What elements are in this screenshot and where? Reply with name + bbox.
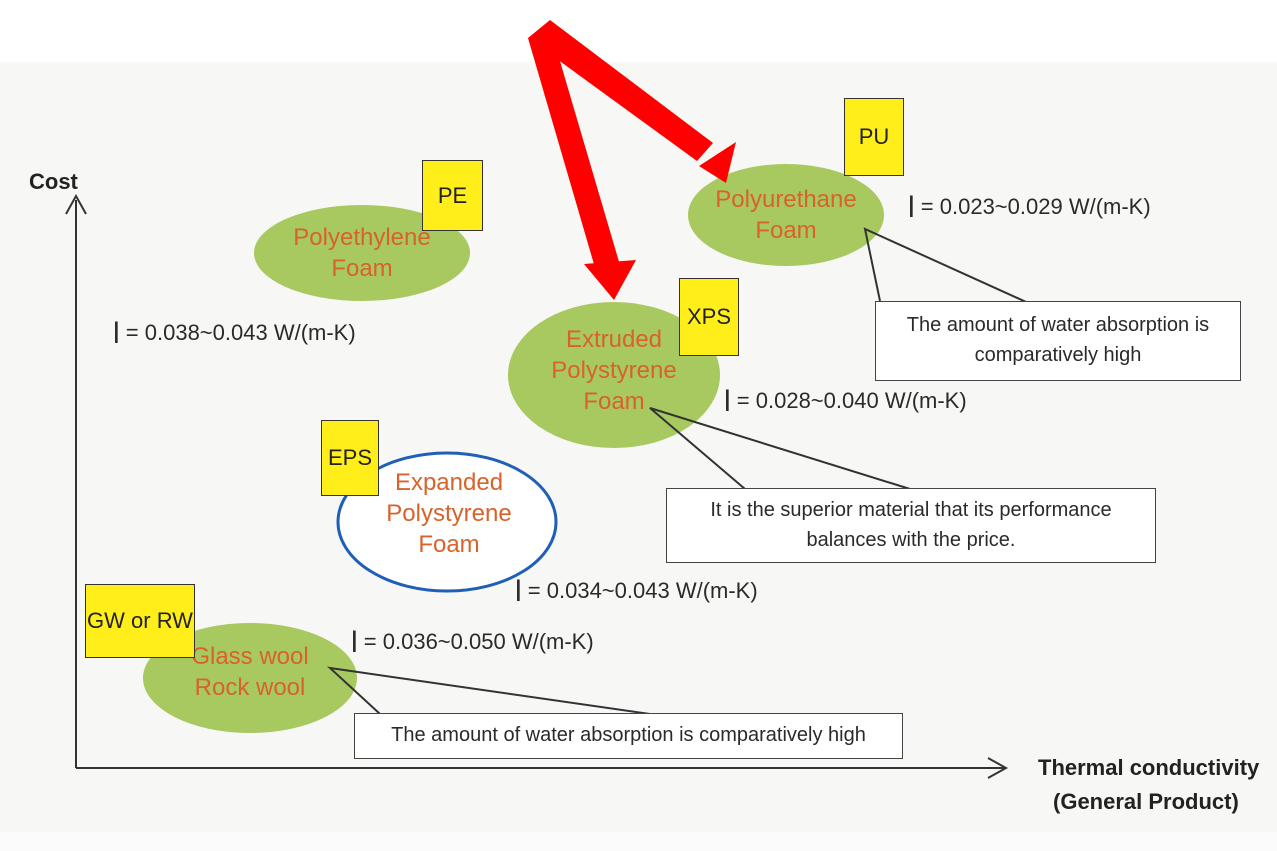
red-arrow-group xyxy=(528,20,736,300)
gw-name-line2: Rock wool xyxy=(194,674,306,701)
xps-callout-leader xyxy=(649,407,911,490)
y-axis-arrowhead xyxy=(65,193,87,215)
pu-callout: The amount of water absorption is compar… xyxy=(875,301,1241,381)
pu-material-name: Polyurethane Foam xyxy=(686,184,886,246)
pe-oval xyxy=(254,205,470,301)
xps-conductivity-value: = 0.028~0.040 W/(m-K) xyxy=(736,388,967,413)
pu-tag: PU xyxy=(844,98,904,176)
pe-tag: PE xyxy=(422,160,483,231)
pu-conductivity-value: = 0.023~0.029 W/(m-K) xyxy=(920,194,1151,219)
gw-oval xyxy=(143,623,357,733)
eps-conductivity-value: = 0.034~0.043 W/(m-K) xyxy=(527,578,758,603)
xps-conductivity: l = 0.028~0.040 W/(m-K) xyxy=(724,385,967,419)
xps-name-line2: Polystyrene xyxy=(551,357,677,384)
xps-note-line2: balances with the price. xyxy=(806,529,1016,551)
gw-callout-leader xyxy=(326,666,651,715)
eps-name-line3: Foam xyxy=(418,531,480,558)
xps-name-line3: Foam xyxy=(583,388,645,415)
pe-name-line1: Polyethylene xyxy=(293,224,431,251)
eps-tag: EPS xyxy=(321,420,379,496)
xps-name-line1: Extruded xyxy=(565,326,663,353)
pu-name-line1: Polyurethane xyxy=(715,186,857,213)
x-axis-arrowhead xyxy=(987,757,1009,779)
pu-oval xyxy=(688,164,884,266)
eps-material-name: Expanded Polystyrene Foam xyxy=(349,467,549,560)
pu-note-line2: comparatively high xyxy=(974,344,1142,366)
gw-note: The amount of water absorption is compar… xyxy=(391,724,866,746)
pe-material-name: Polyethylene Foam xyxy=(262,222,462,284)
eps-oval xyxy=(336,451,558,593)
gw-callout: The amount of water absorption is compar… xyxy=(354,713,903,759)
eps-conductivity: l = 0.034~0.043 W/(m-K) xyxy=(515,575,758,609)
eps-name-line1: Expanded xyxy=(394,469,504,496)
y-axis-label: Cost xyxy=(29,169,78,194)
xps-material-name: Extruded Polystyrene Foam xyxy=(514,324,714,417)
pu-lambda-symbol: l xyxy=(908,191,915,224)
xps-oval xyxy=(508,302,720,448)
xps-note-line1: It is the superior material that its per… xyxy=(710,499,1112,521)
pu-name-line2: Foam xyxy=(755,217,817,244)
pu-conductivity: l = 0.023~0.029 W/(m-K) xyxy=(908,191,1151,225)
gw-lambda-symbol: l xyxy=(351,626,358,659)
pu-note-line1: The amount of water absorption is xyxy=(906,314,1210,336)
eps-name-line2: Polystyrene xyxy=(386,500,512,527)
gw-material-name: Glass wool Rock wool xyxy=(150,641,350,703)
gw-name-line1: Glass wool xyxy=(191,643,309,670)
x-axis-label-line1: Thermal conductivity xyxy=(1038,755,1260,780)
xps-lambda-symbol: l xyxy=(724,385,731,418)
x-axis-label-line2: (General Product) xyxy=(1053,789,1239,814)
pu-callout-leader xyxy=(863,227,1036,307)
pe-name-line2: Foam xyxy=(331,255,393,282)
gw-conductivity-value: = 0.036~0.050 W/(m-K) xyxy=(363,629,594,654)
gw-conductivity: l = 0.036~0.050 W/(m-K) xyxy=(351,626,594,660)
eps-lambda-symbol: l xyxy=(515,575,522,608)
pe-conductivity-value: = 0.038~0.043 W/(m-K) xyxy=(125,320,356,345)
bottom-strip xyxy=(0,832,1277,851)
gw-tag: GW or RW xyxy=(85,584,195,658)
xps-callout: It is the superior material that its per… xyxy=(666,488,1156,563)
pe-conductivity: l = 0.038~0.043 W/(m-K) xyxy=(113,317,356,351)
pe-lambda-symbol: l xyxy=(113,317,120,350)
xps-tag: XPS xyxy=(679,278,739,356)
